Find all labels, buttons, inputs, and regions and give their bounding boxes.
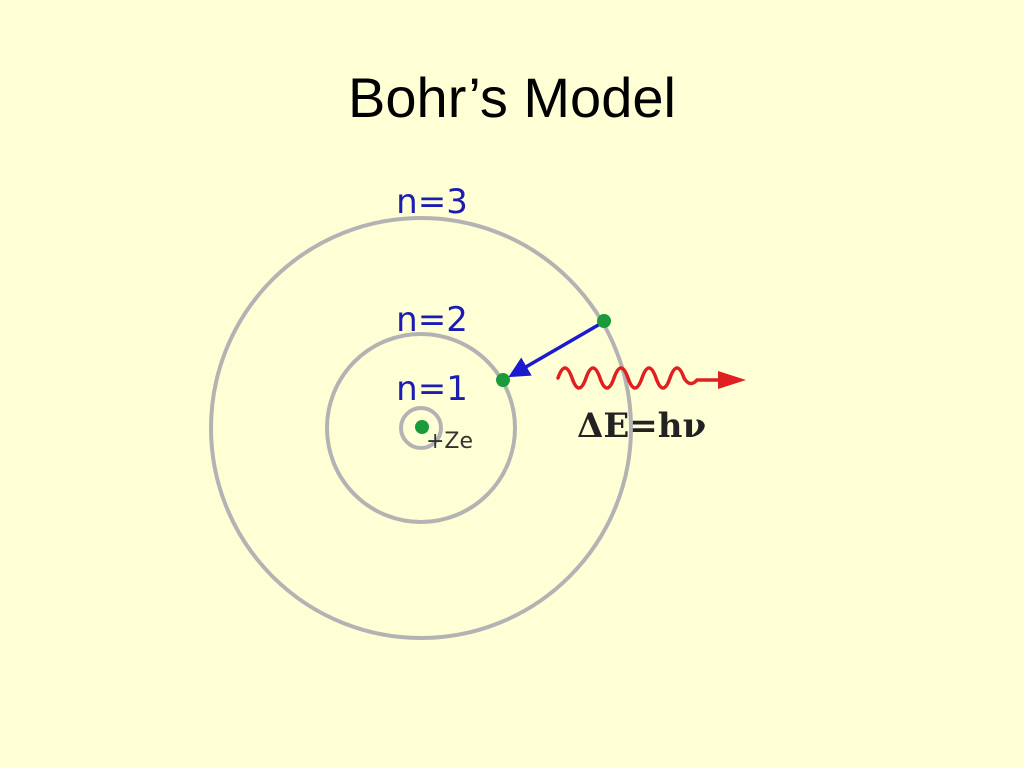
electron-final [496, 373, 510, 387]
orbit-n2 [325, 332, 517, 524]
nucleus-label: +Ze [426, 429, 473, 454]
nucleus [415, 420, 429, 434]
photon-arrowhead [718, 371, 746, 389]
orbit-label-n1: n=1 [396, 369, 468, 409]
orbit-label-n2: n=2 [396, 300, 468, 340]
transition-arrow [508, 322, 601, 378]
slide-title: Bohr’s Model [348, 66, 676, 129]
electron-initial [597, 314, 611, 328]
orbit-n3 [209, 216, 633, 640]
photon-wave [556, 366, 724, 390]
energy-equation: ΔE=hν [577, 406, 706, 446]
orbit-label-n3: n=3 [396, 182, 468, 222]
orbit-n1 [399, 406, 443, 450]
